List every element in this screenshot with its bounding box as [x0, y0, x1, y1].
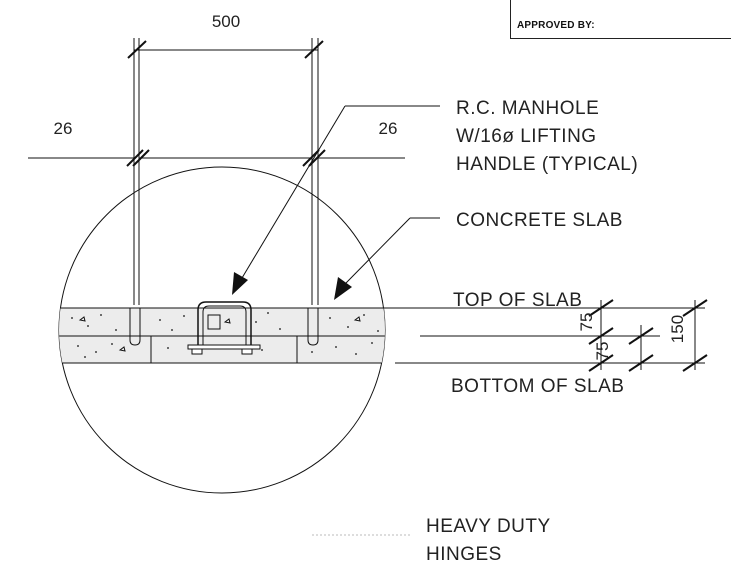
approval-label: APPROVED BY: [517, 20, 595, 31]
lifting-handle [187, 301, 261, 355]
approval-box: APPROVED BY: [510, 0, 731, 39]
manhole-label-line1: R.C. MANHOLE [456, 98, 599, 119]
slab-section [59, 307, 385, 364]
manhole-label-line2: W/16ø LIFTING [456, 126, 597, 147]
top-of-slab-label: TOP OF SLAB [453, 290, 582, 311]
bottom-of-slab-label: BOTTOM OF SLAB [451, 376, 624, 397]
right-offset-dimension: 26 [379, 119, 398, 138]
left-offset-dimension: 26 [54, 119, 73, 138]
slab-leader-arrow [334, 277, 352, 300]
manhole-label-line3: HANDLE (TYPICAL) [456, 154, 638, 175]
manhole-leader-arrow [232, 272, 248, 295]
right-lifting-groove [307, 308, 319, 346]
upper-thickness-dimension: 75 [577, 313, 596, 332]
total-thickness-dimension: 150 [668, 315, 687, 343]
lower-thickness-dimension: 75 [593, 342, 612, 361]
hinges-label-line2: HINGES [426, 544, 502, 565]
hinges-label-line1: HEAVY DUTY [426, 516, 551, 537]
concrete-aggregate [71, 312, 379, 358]
width-dimension: 500 [212, 12, 240, 31]
left-lifting-groove [129, 308, 141, 346]
concrete-slab-label: CONCRETE SLAB [456, 210, 623, 231]
